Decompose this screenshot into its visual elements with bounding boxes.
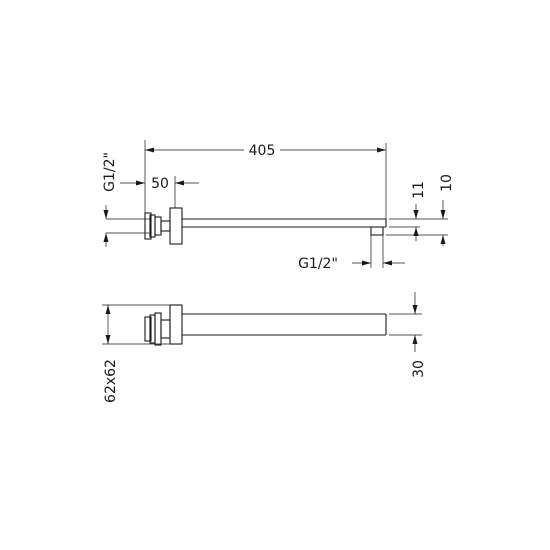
top-nut-inner: [154, 312, 162, 346]
dim-label-outlet-thread: G1/2": [298, 256, 338, 272]
arrow-inlet-bottom: [103, 233, 109, 242]
top-connector: [160, 319, 171, 339]
dimension-arm-width: 30: [389, 292, 427, 378]
dimension-50: 50: [120, 176, 199, 208]
arrow-11-top: [413, 210, 419, 219]
dimension-inlet-thread: G1/2": [102, 152, 118, 247]
arrow-flange-bottom: [105, 335, 111, 344]
dimension-outlet-thread: G1/2": [298, 235, 405, 272]
dim-label-405: 405: [249, 143, 276, 159]
dimension-heights: 11 10: [386, 174, 455, 246]
arrow-50-left: [136, 180, 145, 186]
side-view: [106, 207, 387, 245]
arrow-50-right: [175, 180, 184, 186]
arrow-outlet-right: [383, 260, 392, 266]
top-flange: [169, 304, 183, 345]
dim-label-50: 50: [151, 176, 169, 192]
arrow-11-bottom: [413, 227, 419, 236]
arrow-outlet-left: [362, 260, 371, 266]
dimension-405: 405: [144, 140, 387, 219]
dim-label-10: 10: [439, 174, 455, 192]
side-outlet: [370, 226, 384, 236]
arrow-10-bottom: [440, 235, 446, 244]
arrow-width-top: [412, 305, 418, 314]
arrow-405-left: [145, 147, 154, 153]
side-flange: [169, 207, 183, 245]
arrow-width-bottom: [412, 335, 418, 344]
dim-label-arm-width: 30: [411, 360, 427, 378]
arrow-flange-top: [105, 305, 111, 314]
label-bg-405: [244, 141, 280, 159]
side-nut-outer: [144, 212, 152, 240]
top-nut-outer: [144, 316, 152, 342]
side-nut-inner: [154, 216, 162, 236]
side-connector: [160, 220, 171, 232]
top-view: [144, 304, 387, 346]
arrow-inlet-top: [103, 210, 109, 219]
dim-label-inlet-thread: G1/2": [102, 152, 118, 192]
dim-label-flange: 62x62: [103, 359, 119, 403]
arrow-405-right: [377, 147, 386, 153]
dimension-flange: 62x62: [102, 304, 170, 403]
arrow-10-top: [440, 210, 446, 219]
dim-label-11: 11: [411, 181, 427, 199]
